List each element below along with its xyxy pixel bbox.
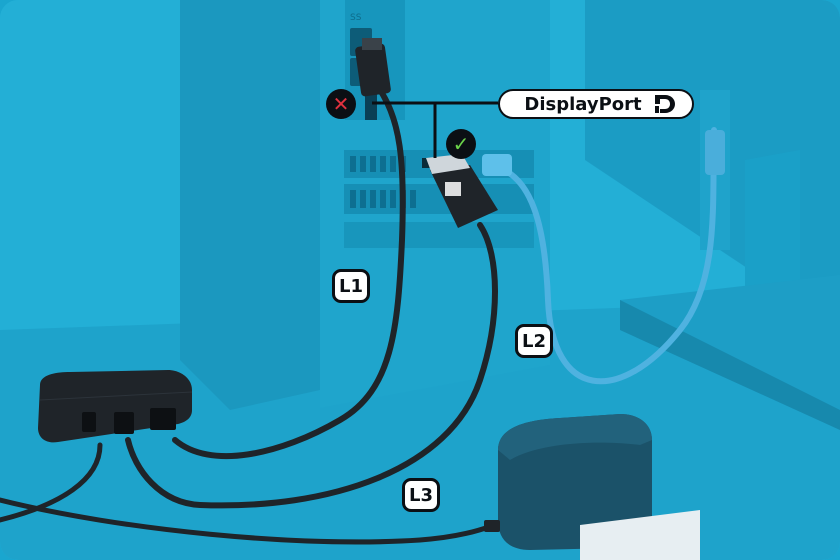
cable-label-l1: L1 xyxy=(332,269,370,303)
dock-power-cable xyxy=(0,442,103,523)
wrong-port xyxy=(365,92,377,120)
cable-l3 xyxy=(0,497,498,545)
l1-plug xyxy=(355,38,391,97)
power-adapter xyxy=(484,414,652,550)
wall-outlet xyxy=(580,510,700,560)
correct-port-badge: ✓ xyxy=(446,129,476,159)
displayport-callout: DisplayPort xyxy=(498,89,694,119)
cable-l2 xyxy=(125,222,498,509)
wrong-port-badge: ✕ xyxy=(326,89,356,119)
l2-displayport-plug xyxy=(426,154,498,228)
usb-ss-mark: SS xyxy=(350,13,362,23)
monitor-cable-plug xyxy=(482,154,512,176)
displayport-label: DisplayPort xyxy=(524,93,642,115)
expansion-slot-3 xyxy=(344,222,534,248)
cable-l1 xyxy=(172,87,406,460)
dock xyxy=(38,370,193,443)
displayport-logo-icon xyxy=(655,95,675,113)
monitor-cable-connector xyxy=(705,130,725,175)
cable-label-l2: L2 xyxy=(515,324,553,358)
cable-label-l3: L3 xyxy=(402,478,440,512)
checkmark-icon: ✓ xyxy=(452,132,470,156)
x-icon: ✕ xyxy=(332,92,350,116)
monitor-cable xyxy=(497,127,717,385)
